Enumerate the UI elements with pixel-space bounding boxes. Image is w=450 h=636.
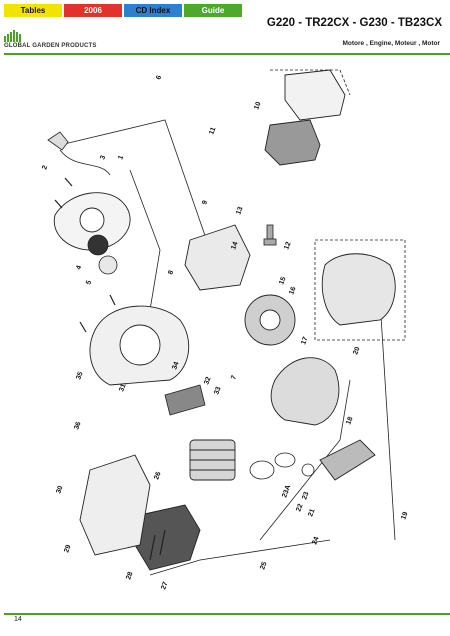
spark-plug — [263, 224, 277, 246]
tab-cd-index[interactable]: CD Index — [124, 4, 182, 17]
label-33: 33 — [213, 386, 222, 396]
label-28: 28 — [125, 571, 134, 581]
flywheel — [244, 294, 296, 346]
part-labels: 1 2 3 4 5 6 7 8 9 10 11 12 13 14 15 16 1… — [41, 75, 409, 591]
air-filter-cover — [284, 69, 346, 121]
header-rule — [4, 53, 450, 55]
label-30: 30 — [55, 485, 64, 495]
label-15: 15 — [278, 276, 287, 286]
exploded-engine-diagram: 1 2 3 4 5 6 7 8 9 10 11 12 13 14 15 16 1… — [41, 69, 410, 591]
label-23: 23 — [301, 491, 310, 501]
brand-bars-icon — [4, 30, 21, 42]
label-22: 22 — [295, 503, 304, 513]
label-31: 31 — [118, 383, 127, 393]
air-filter — [264, 119, 321, 166]
page-number: 14 — [14, 616, 22, 623]
leader-line-10 — [270, 69, 351, 96]
label-8: 8 — [167, 270, 175, 276]
label-14: 14 — [230, 241, 239, 251]
tab-tables[interactable]: Tables — [4, 4, 62, 17]
label-29: 29 — [63, 544, 72, 554]
label-4: 4 — [75, 265, 83, 271]
label-1: 1 — [117, 155, 125, 161]
bolts — [54, 177, 166, 561]
label-32: 32 — [203, 376, 212, 386]
label-11: 11 — [208, 126, 217, 135]
label-36: 36 — [73, 421, 82, 431]
label-25: 25 — [259, 561, 268, 571]
label-17: 17 — [300, 336, 309, 346]
label-27: 27 — [160, 581, 169, 591]
fan-shroud — [89, 305, 190, 386]
label-21: 21 — [307, 508, 316, 518]
piston-assembly — [249, 452, 315, 480]
leader-line-11 — [59, 119, 211, 251]
label-12: 12 — [283, 241, 292, 251]
leader-line-25 — [149, 539, 331, 576]
inset-box — [314, 239, 406, 341]
label-6: 6 — [155, 75, 163, 81]
label-7: 7 — [230, 375, 238, 381]
starter-handle — [47, 131, 111, 176]
label-34: 34 — [171, 361, 180, 371]
label-16: 16 — [288, 286, 297, 296]
label-19: 19 — [400, 511, 409, 521]
label-9: 9 — [201, 200, 209, 206]
starter-pulley — [87, 234, 118, 275]
crankshaft — [319, 439, 376, 481]
starter-housing — [53, 192, 131, 251]
label-23a: 23A — [281, 484, 292, 498]
page-title: G220 - TR22CX - G230 - TB23CX — [266, 17, 442, 29]
crankcase — [270, 357, 340, 426]
label-3: 3 — [99, 155, 107, 161]
leader-line-20 — [359, 289, 396, 541]
label-20: 20 — [352, 346, 361, 356]
label-10: 10 — [253, 101, 262, 111]
footer-rule — [4, 613, 450, 615]
label-5: 5 — [85, 280, 93, 286]
carburetor-box — [184, 224, 251, 291]
tab-guide[interactable]: Guide — [184, 4, 242, 17]
label-35: 35 — [75, 371, 84, 381]
tab-2006[interactable]: 2006 — [64, 4, 122, 17]
label-13: 13 — [235, 206, 244, 216]
brand-logo: GLOBAL GARDEN PRODUCTS — [4, 30, 124, 50]
label-18: 18 — [345, 416, 354, 426]
ignition-coil — [164, 384, 206, 416]
label-26: 26 — [153, 471, 162, 481]
leader-line-24 — [259, 379, 351, 541]
brand-name: GLOBAL GARDEN PRODUCTS — [4, 43, 97, 49]
crankcase-inset — [321, 253, 396, 326]
page-subtitle: Motore , Engine, Moteur , Motor — [342, 40, 441, 47]
cylinder — [189, 439, 236, 481]
label-2: 2 — [41, 165, 49, 171]
label-24: 24 — [311, 536, 320, 546]
rear-cover — [79, 454, 151, 556]
